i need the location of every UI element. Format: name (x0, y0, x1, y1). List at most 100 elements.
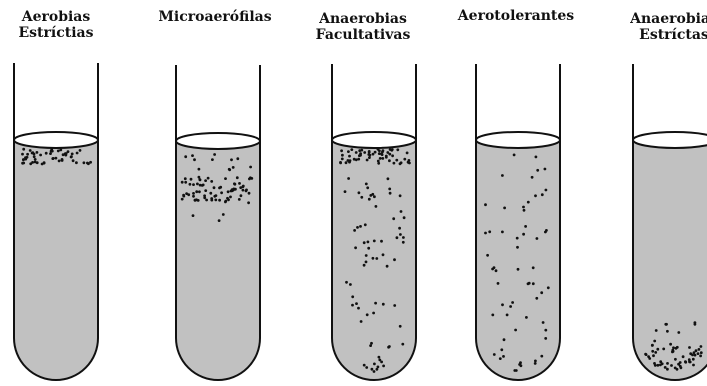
organism-dot (520, 364, 523, 367)
liquid-surface (176, 133, 260, 149)
organism-dot (697, 352, 700, 355)
organism-dot (378, 356, 381, 359)
organism-dot (192, 192, 195, 195)
organism-dot (57, 150, 60, 153)
organism-dot (363, 264, 366, 267)
organism-dot (209, 192, 212, 195)
organism-dot (185, 192, 188, 195)
organism-dot (184, 181, 187, 184)
organism-dot (33, 155, 36, 158)
organism-dot (670, 364, 673, 367)
organism-dot (651, 344, 654, 347)
organism-dot (365, 261, 368, 264)
organism-dot (204, 189, 207, 192)
organism-dot (205, 199, 208, 202)
organism-dot (372, 312, 375, 315)
organism-dot (191, 154, 194, 157)
organism-dot (238, 198, 241, 201)
organism-dot (401, 343, 404, 346)
organism-dot (374, 302, 377, 305)
organism-dot (540, 355, 543, 358)
organism-dot (357, 158, 360, 161)
organism-dot (677, 331, 680, 334)
tube-4 (476, 64, 560, 380)
organism-dot (50, 148, 53, 151)
organism-dot (674, 358, 677, 361)
organism-dot (365, 183, 368, 186)
organism-dot (516, 237, 519, 240)
organism-dot (540, 291, 543, 294)
organism-dot (355, 151, 358, 154)
organism-dot (224, 177, 227, 180)
organism-dot (501, 303, 504, 306)
organism-dot (495, 269, 498, 272)
organism-dot (393, 162, 396, 165)
organism-dot (406, 152, 409, 155)
organism-dot (353, 158, 356, 161)
organism-dot (509, 305, 512, 308)
organism-dot (238, 182, 241, 185)
organism-dot (350, 148, 353, 151)
organism-dot (653, 340, 656, 343)
organism-dot (659, 360, 662, 363)
organism-dot (403, 158, 406, 161)
organism-dot (536, 237, 539, 240)
organism-dot (363, 364, 366, 367)
medium-fill (476, 140, 560, 380)
organism-dot (364, 223, 367, 226)
organism-dot (373, 195, 376, 198)
organism-dot (659, 364, 662, 367)
organism-dot (647, 355, 650, 358)
organism-dot (49, 152, 52, 155)
organism-dot (407, 161, 410, 164)
organism-dot (497, 282, 500, 285)
organism-dot (358, 191, 361, 194)
organism-dot (531, 176, 534, 179)
organism-dot (700, 345, 703, 348)
organism-dot (347, 177, 350, 180)
organism-dot (534, 360, 537, 363)
organism-dot (396, 148, 399, 151)
organism-dot (381, 157, 384, 160)
organism-dot (213, 186, 216, 189)
organism-dot (664, 323, 667, 326)
organism-dot (544, 168, 547, 171)
organism-dot (532, 282, 535, 285)
organism-dot (517, 268, 520, 271)
liquid-surface (633, 132, 707, 148)
organism-dot (358, 149, 361, 152)
organism-dot (666, 330, 669, 333)
organism-dot (58, 160, 61, 163)
organism-dot (22, 158, 25, 161)
organism-dot (502, 355, 505, 358)
organism-dot (536, 169, 539, 172)
organism-dot (387, 177, 390, 180)
organism-dot (51, 157, 54, 160)
organism-dot (400, 210, 403, 213)
organism-dot (367, 241, 370, 244)
organism-dot (372, 257, 375, 260)
organism-dot (380, 240, 383, 243)
organism-dot (388, 159, 391, 162)
organism-dot (375, 257, 378, 260)
organism-dot (513, 369, 516, 372)
organism-dot (211, 158, 214, 161)
organism-dot (662, 348, 665, 351)
organism-dot (374, 151, 377, 154)
organism-dot (484, 232, 487, 235)
organism-dot (218, 219, 221, 222)
organism-dot (542, 321, 545, 324)
organism-dot (189, 183, 192, 186)
organism-dot (218, 199, 221, 202)
organism-dot (369, 344, 372, 347)
organism-dot (391, 148, 394, 151)
organism-dot (341, 158, 344, 161)
organism-dot (522, 206, 525, 209)
organism-dot (39, 154, 42, 157)
organism-dot (192, 183, 195, 186)
organism-dot (403, 216, 406, 219)
organism-dot (247, 201, 250, 204)
organism-dot (688, 358, 691, 361)
organism-dot (699, 355, 702, 358)
